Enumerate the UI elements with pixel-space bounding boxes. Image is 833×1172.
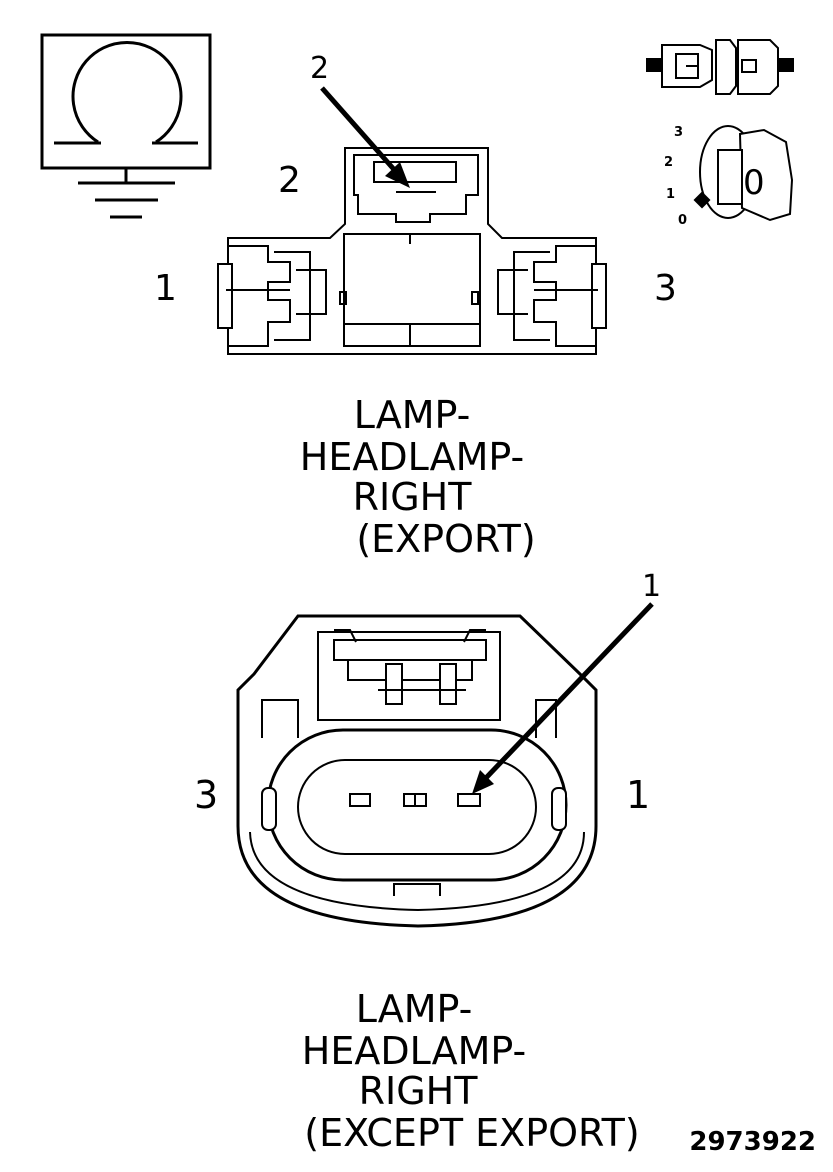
bottom-pin-label-left: 3: [194, 773, 218, 817]
bottom-pin-label-right: 1: [626, 773, 650, 817]
top-callout-label: 2: [310, 51, 329, 86]
top-connector-drawing: [217, 86, 607, 355]
bottom-connector-drawing: [236, 602, 654, 928]
ignition-position-0: 0: [678, 213, 687, 228]
bottom-connector-caption: LAMP- HEADLAMP- RIGHT (EXCEPT EXPORT): [302, 987, 640, 1155]
ignition-position-3: 3: [674, 125, 683, 140]
ignition-key-label: 0: [743, 163, 765, 203]
bottom-caption-line-1: LAMP-: [356, 987, 473, 1031]
figure-number: 2973922: [689, 1127, 816, 1157]
top-caption-line-3: RIGHT: [353, 475, 473, 519]
top-caption-line-4: (EXPORT): [356, 517, 535, 561]
bottom-caption-line-4: (EXCEPT EXPORT): [304, 1111, 639, 1155]
bottom-caption-line-3: RIGHT: [359, 1069, 479, 1113]
ground-symbol-icon: [78, 168, 175, 219]
bottom-caption-line-2: HEADLAMP-: [302, 1029, 526, 1073]
top-caption-line-2: HEADLAMP-: [300, 435, 524, 479]
ignition-key-icon: 3 2 1 0 0: [664, 125, 794, 228]
connector-disconnected-icon: [646, 39, 794, 95]
bottom-callout-label: 1: [642, 569, 661, 604]
top-caption-line-1: LAMP-: [354, 393, 471, 437]
ignition-position-2: 2: [664, 155, 673, 170]
top-pin-label-left: 1: [154, 268, 177, 309]
top-pin-label-top: 2: [278, 160, 301, 201]
top-connector-caption: LAMP- HEADLAMP- RIGHT (EXPORT): [300, 393, 536, 561]
ohmmeter-icon: [40, 33, 212, 170]
ignition-position-1: 1: [666, 187, 675, 202]
top-pin-label-right: 3: [654, 268, 677, 309]
